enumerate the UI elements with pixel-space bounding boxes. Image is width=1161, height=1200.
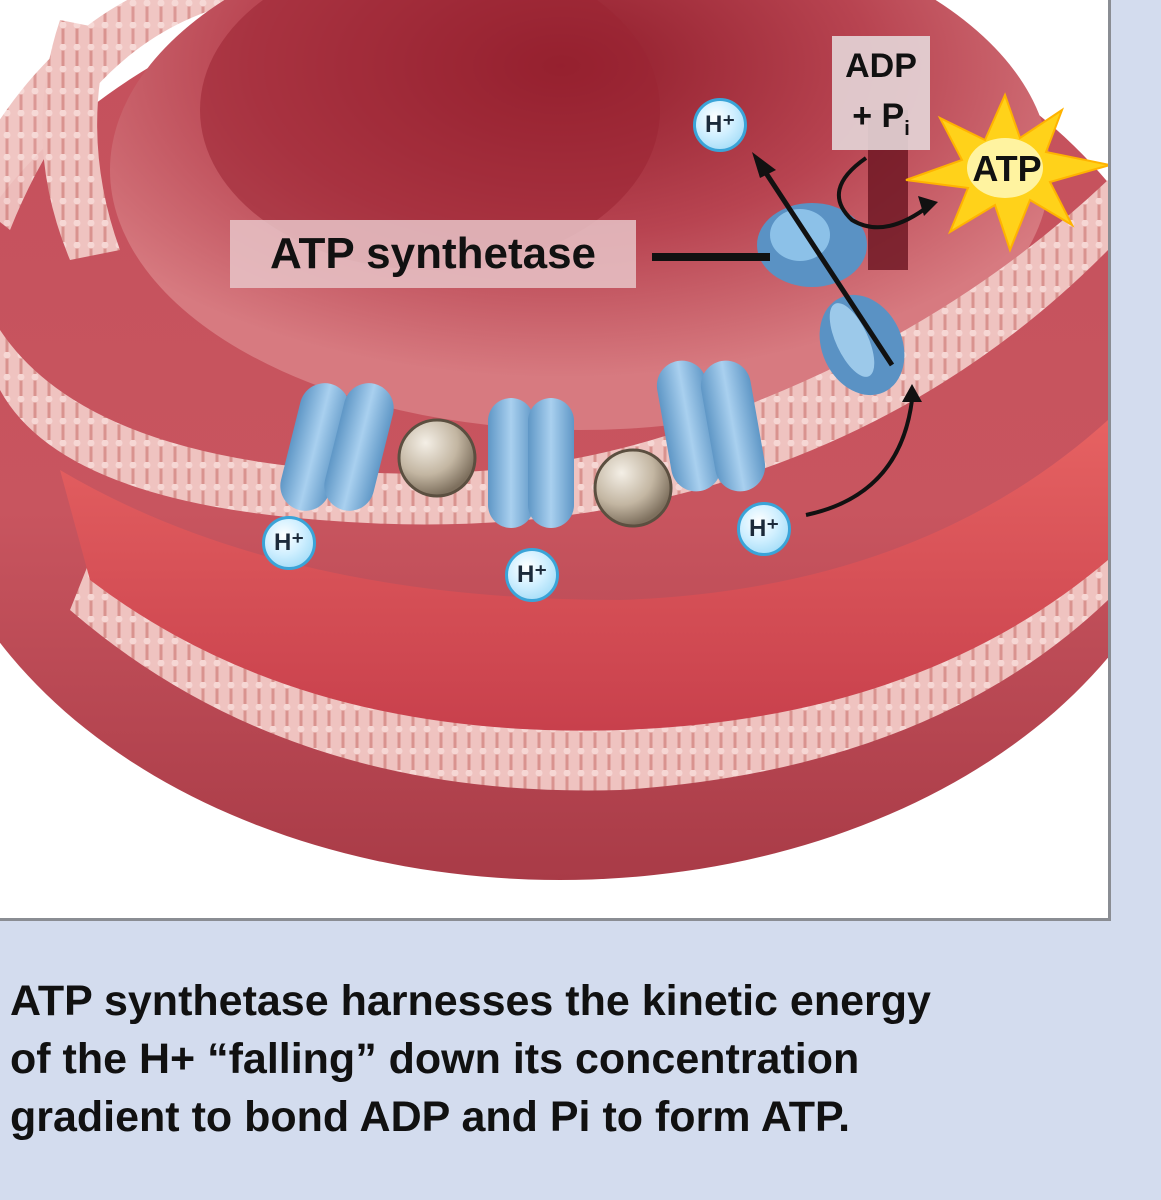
atp-label: ATP: [972, 148, 1042, 189]
carrier-molecule-1: [397, 418, 477, 498]
h-ion-top: H⁺: [693, 98, 747, 152]
h-ion-left: H⁺: [262, 516, 316, 570]
adp-text: ADP: [845, 47, 917, 85]
carrier-molecule-2: [593, 448, 673, 528]
proton-entry-arrowhead: [902, 384, 922, 402]
inner-membrane: [0, 180, 1108, 525]
inner-membrane-upper: [42, 20, 120, 260]
caption-line-3: gradient to bond ADP and Pi to form ATP.: [10, 1093, 851, 1141]
diagram-panel: ATP synthetase ADP + Pi ATP H⁺ H⁺ H⁺ H⁺: [0, 0, 1111, 921]
figure-caption: ATP synthetase harnesses the kinetic ene…: [10, 972, 1140, 1146]
protein-channel-2: [488, 398, 574, 528]
pi-subscript: i: [904, 117, 910, 140]
proton-path-arrowhead: [752, 152, 776, 178]
caption-line-2: of the H+ “falling” down its concentrati…: [10, 1035, 860, 1083]
adp-to-atp-arrow: [836, 156, 932, 230]
pi-text: + Pi: [832, 96, 930, 149]
intermembrane-space: [60, 420, 1108, 731]
proton-entry-arrow: [805, 399, 914, 517]
atp-synthetase-label: ATP synthetase: [230, 220, 636, 288]
h-ion-right: H⁺: [737, 502, 791, 556]
adp-pi-label: ADP + Pi: [832, 36, 930, 150]
plus-p-text: + P: [852, 97, 905, 135]
proton-path-arrow: [761, 168, 895, 367]
mitochondrion-illustration: [0, 0, 1108, 880]
adp-to-atp-arrowhead: [918, 196, 938, 216]
protein-channel-3: [656, 360, 766, 492]
outer-membrane-lower: [70, 540, 1108, 791]
crista-fold: [200, 0, 660, 270]
protein-channel-1: [280, 383, 394, 511]
caption-line-1: ATP synthetase harnesses the kinetic ene…: [10, 977, 931, 1025]
atp-burst-core: [967, 138, 1043, 198]
h-ion-middle: H⁺: [505, 548, 559, 602]
